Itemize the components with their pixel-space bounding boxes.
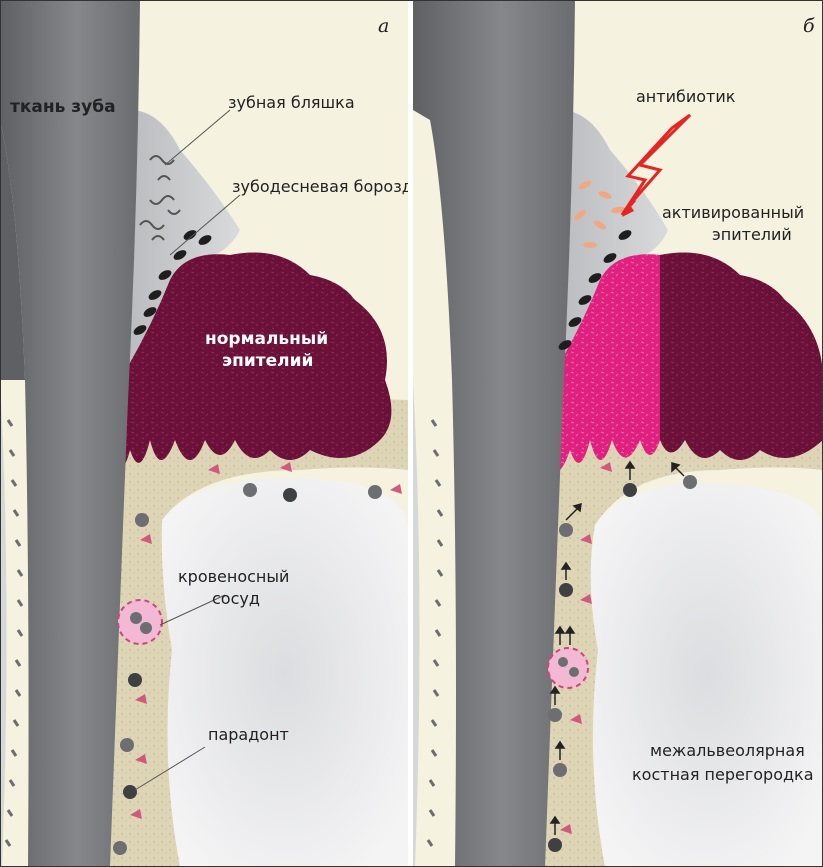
septum-label-line1: межальвеолярная (650, 741, 805, 760)
panel-a: а ткань зуба зубная бляшка зубодесневая … (0, 0, 423, 867)
antibiotic-label: антибиотик (636, 87, 736, 106)
blood-vessel-label-line2: сосуд (212, 589, 260, 608)
activated-epithelium-label-line1: активированный (662, 203, 804, 222)
tooth-tissue-label: ткань зуба (10, 97, 116, 117)
normal-epithelium-label-line2: эпителий (222, 351, 313, 371)
interalveolar-bone (162, 478, 408, 867)
sulcus-label: зубодесневая борозда (232, 177, 423, 196)
panel-a-letter: а (378, 15, 389, 37)
periodontium-label: парадонт (208, 725, 289, 744)
panel-b-letter: б (803, 15, 815, 37)
blood-vessel-label-line1: кровеносный (178, 567, 289, 586)
panel-b: б антибиотик активированный эпителий меж… (413, 0, 823, 867)
interalveolar-bone-b (591, 483, 823, 867)
blood-vessel-b (548, 648, 588, 688)
plaque-label: зубная бляшка (228, 93, 355, 112)
activated-epithelium-label-line2: эпителий (712, 225, 792, 244)
panel-divider (408, 0, 413, 867)
septum-label-line2: костная перегородка (632, 765, 814, 784)
normal-epithelium-label-line1: нормальный (205, 329, 328, 349)
